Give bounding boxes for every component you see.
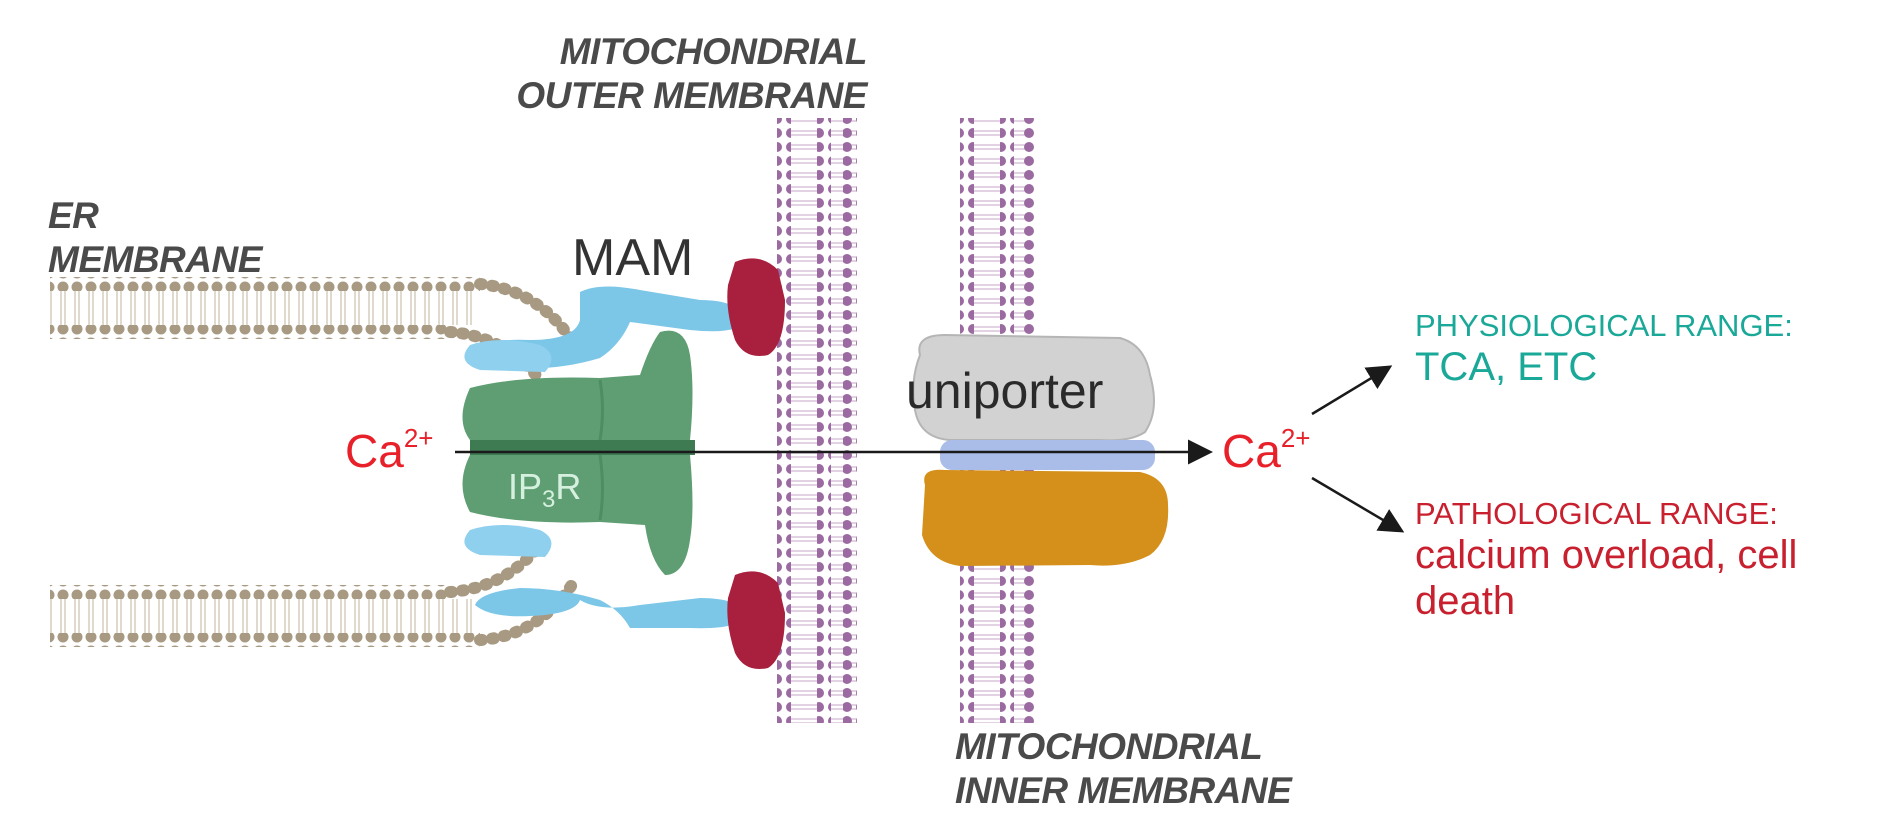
pathological-range-desc-line1: calcium overload, cell	[1415, 533, 1798, 577]
outer-membrane-label-line2: OUTER MEMBRANE	[516, 75, 867, 116]
inner-membrane-label: MITOCHONDRIAL INNER MEMBRANE	[955, 725, 1292, 813]
calcium-ion-right-base: Ca	[1222, 425, 1281, 477]
pathological-outcome: PATHOLOGICAL RANGE: calcium overload, ce…	[1415, 496, 1797, 624]
calcium-ion-left: Ca2+	[345, 423, 434, 478]
physiological-range-desc: TCA, ETC	[1415, 345, 1598, 389]
inner-membrane-label-line2: INNER MEMBRANE	[955, 770, 1292, 811]
calcium-ion-left-base: Ca	[345, 425, 404, 477]
calcium-ion-left-charge: 2+	[403, 423, 434, 453]
ip3r-label-tail: R	[555, 466, 582, 507]
pathological-range-title: PATHOLOGICAL RANGE:	[1415, 496, 1778, 531]
calcium-ion-right: Ca2+	[1222, 423, 1311, 478]
anchor-protein-upper	[727, 258, 785, 356]
uniporter-top	[912, 333, 1155, 442]
outer-membrane-label: MITOCHONDRIAL OUTER MEMBRANE	[475, 30, 867, 118]
er-membrane-label: ER MEMBRANE	[48, 194, 262, 282]
uniporter-label: uniporter	[906, 363, 1104, 419]
calcium-ion-right-charge: 2+	[1280, 423, 1311, 453]
uniporter-complex	[912, 333, 1169, 566]
mitochondrial-outer-membrane	[777, 118, 857, 723]
pathological-range-desc-line2: death	[1415, 579, 1516, 623]
mam-label: MAM	[572, 229, 694, 287]
er-membrane-lower	[50, 539, 581, 647]
anchor-protein-lower	[727, 571, 785, 669]
ip3r-label-base: IP	[508, 466, 543, 507]
ip3r-label: IP3R	[508, 466, 582, 513]
mam-tether-upper	[464, 286, 745, 372]
pathological-branch-arrow	[1311, 476, 1405, 533]
outer-membrane-label-line1: MITOCHONDRIAL	[559, 31, 868, 72]
er-membrane-label-line1: ER	[48, 195, 99, 236]
er-membrane-label-line2: MEMBRANE	[48, 239, 262, 280]
ip3r-label-sub: 3	[542, 486, 556, 513]
uniporter-mid	[940, 440, 1155, 470]
uniporter-bottom	[922, 469, 1169, 566]
er-membrane-upper	[50, 277, 581, 386]
physiological-range-title: PHYSIOLOGICAL RANGE:	[1415, 308, 1793, 343]
physiological-outcome: PHYSIOLOGICAL RANGE: TCA, ETC	[1415, 308, 1793, 390]
inner-membrane-label-line1: MITOCHONDRIAL	[955, 726, 1263, 767]
mam-tether-lower	[464, 525, 745, 629]
ip3r-channel	[462, 330, 695, 575]
physiological-branch-arrow	[1311, 365, 1393, 416]
